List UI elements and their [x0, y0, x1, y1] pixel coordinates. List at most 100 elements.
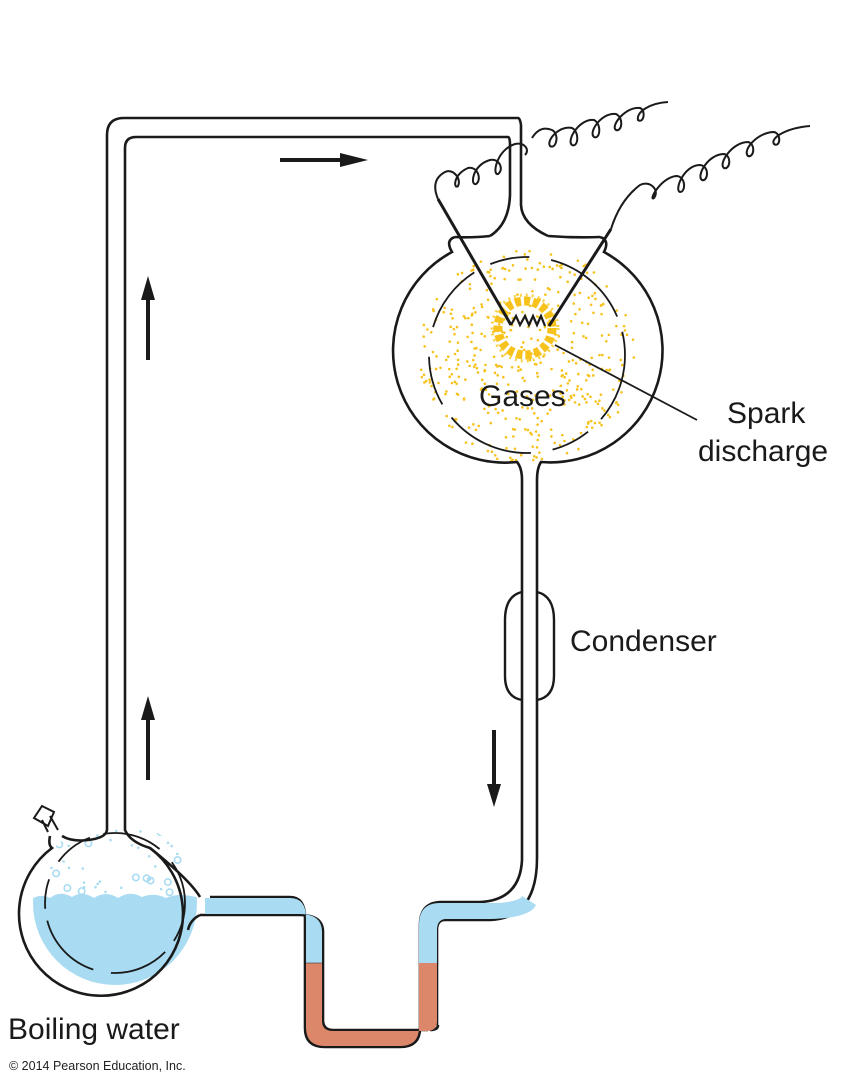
gas-particle [576, 385, 580, 388]
gas-particle [519, 278, 522, 281]
gas-particle [467, 316, 470, 320]
gas-particle [435, 355, 438, 358]
gas-particle [549, 428, 553, 431]
gas-particle [435, 297, 439, 301]
gas-particle [493, 454, 497, 457]
gas-particle [510, 365, 514, 369]
gas-particle [608, 368, 612, 371]
gas-particle [495, 382, 499, 386]
gas-particle [585, 401, 588, 404]
gas-particle [422, 323, 426, 327]
gas-particle [589, 395, 592, 399]
gas-particle [470, 314, 474, 317]
gas-particle [451, 317, 454, 320]
water-bubble [109, 838, 112, 842]
water-bubble [166, 841, 170, 845]
gas-particle [569, 394, 573, 398]
water-bubble [159, 887, 163, 891]
gas-particle [590, 356, 594, 360]
water-bubble [98, 880, 102, 883]
gas-particle [530, 337, 533, 340]
gas-particle [632, 356, 636, 359]
gas-particle [483, 382, 487, 386]
gas-particle [536, 438, 540, 442]
gas-particle [443, 306, 447, 310]
gas-particle [462, 315, 466, 318]
gas-particle [546, 412, 549, 415]
gas-particle [474, 363, 477, 366]
gas-particle [542, 265, 546, 268]
gas-particle [422, 335, 426, 338]
gas-particle [450, 308, 454, 311]
water-bubble [104, 890, 107, 894]
gas-particle [489, 421, 493, 425]
label-condenser: Condenser [570, 625, 717, 658]
gas-particle [591, 374, 595, 377]
gas-particle [579, 431, 583, 435]
gas-particle [525, 395, 529, 398]
water-bubble [163, 878, 172, 887]
gas-particle [607, 356, 611, 359]
spark-pointer-line [554, 344, 698, 421]
gas-particle [479, 260, 483, 263]
trap-liquid [205, 896, 536, 1046]
gas-particle [530, 266, 534, 270]
gas-particle [598, 421, 601, 424]
gas-particle [456, 363, 460, 366]
gas-particle [574, 361, 578, 365]
water-bubble [67, 844, 70, 848]
gas-particle [605, 368, 609, 372]
gas-particle [496, 374, 500, 377]
gas-particle [555, 264, 559, 267]
gas-particle [515, 390, 519, 393]
gas-particle [573, 293, 576, 297]
gas-particle [471, 442, 474, 446]
gas-particle [474, 310, 477, 314]
gas-particle [506, 383, 510, 386]
water-bubble [146, 876, 155, 885]
gas-particle [450, 381, 454, 385]
gas-particle [572, 393, 576, 397]
gas-particle [448, 340, 452, 343]
gas-particle [556, 290, 560, 294]
gas-particle [476, 371, 480, 374]
gas-particle [589, 303, 593, 307]
gas-particle [486, 411, 490, 415]
gas-particle [423, 381, 426, 384]
gas-particle [466, 360, 469, 363]
gas-particle [620, 390, 623, 394]
gas-particle [579, 387, 583, 391]
gas-particle [480, 378, 484, 382]
gas-particle [453, 380, 457, 384]
gas-particle [576, 259, 580, 262]
gas-particle [540, 457, 544, 461]
gas-particle [511, 264, 515, 267]
water-bubble [139, 830, 142, 833]
gas-particle [468, 364, 471, 368]
gas-particle [582, 264, 585, 268]
gas-particle [507, 269, 511, 272]
water-bubble [130, 844, 134, 847]
gas-particle [520, 345, 523, 349]
gas-particle [517, 369, 520, 372]
water-bubble [59, 827, 68, 836]
gas-particle [500, 330, 504, 334]
label-boiling-water: Boiling water [8, 1013, 180, 1046]
gas-particle [578, 291, 582, 295]
gas-particle [509, 328, 513, 332]
gas-particle [538, 451, 541, 454]
gas-particle [449, 325, 453, 329]
gas-particle [455, 325, 459, 329]
gas-particle [536, 375, 540, 378]
gas-particle [571, 358, 575, 362]
gas-particle [519, 453, 523, 457]
gas-particle [480, 305, 484, 309]
gas-particle [530, 433, 533, 436]
gas-particle [551, 267, 554, 271]
gas-particle [526, 428, 530, 432]
water-bubble [175, 852, 179, 856]
gas-particle [430, 384, 433, 388]
gas-particle [608, 415, 612, 419]
gas-particle [587, 420, 590, 424]
gas-particle [513, 428, 517, 431]
